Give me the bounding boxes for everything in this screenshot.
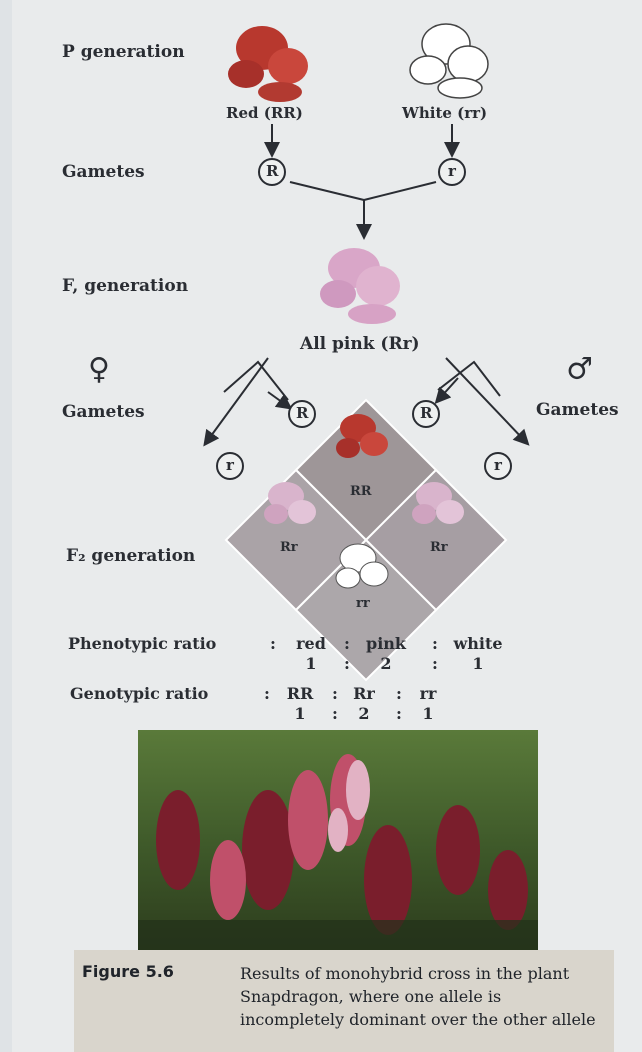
white-flower-parent (410, 24, 488, 98)
ratio-colon: : (432, 634, 438, 653)
punnett-label-top: RR (350, 484, 372, 499)
label-white-parent: White (rr) (402, 104, 487, 122)
label-p-generation: P generation (62, 42, 185, 62)
ratio-colon: : (344, 654, 350, 673)
red-flower-parent (228, 26, 308, 102)
genotype-count-Rr: 2 (334, 704, 394, 723)
punnett-label-bottom: rr (356, 596, 370, 611)
allele-left-R: R (296, 404, 308, 422)
allele-white-gamete: r (448, 162, 456, 180)
phenotype-pink: pink (356, 634, 416, 653)
male-symbol: ♂ (566, 352, 593, 387)
punnett-label-left: Rr (280, 540, 298, 555)
genotype-RR: RR (270, 684, 330, 703)
bracket-left (224, 362, 288, 400)
figure-caption-text: Results of monohybrid cross in the plant… (240, 962, 610, 1031)
phenotype-count-pink: 2 (356, 654, 416, 673)
genotype-count-rr: 1 (398, 704, 458, 723)
ratio-colon: : (270, 634, 276, 653)
label-f1-generation: F, generation (62, 276, 188, 296)
female-symbol: ♀ (88, 352, 110, 387)
phenotype-white: white (448, 634, 508, 653)
allele-right-r: r (494, 456, 502, 474)
pink-flower-f1 (320, 248, 400, 324)
label-f2-generation: F₂ generation (66, 546, 195, 566)
genotype-rr: rr (398, 684, 458, 703)
join-line-right (364, 182, 436, 200)
pink-flower-rr-right (412, 482, 464, 524)
label-gametes-row: Gametes (62, 162, 145, 182)
label-all-pink: All pink (Rr) (300, 334, 420, 354)
allele-right-R: R (420, 404, 432, 422)
snapdragon-photo-art (138, 730, 538, 958)
arrow-right-r (446, 358, 524, 440)
allele-red-gamete: R (266, 162, 278, 180)
phenotype-count-red: 1 (281, 654, 341, 673)
phenotype-count-white: 1 (448, 654, 508, 673)
genotypic-ratio-label: Genotypic ratio (70, 684, 208, 703)
ratio-colon: : (344, 634, 350, 653)
arrow-left-r (208, 358, 268, 440)
figure-label: Figure 5.6 (82, 962, 174, 981)
genotype-Rr: Rr (334, 684, 394, 703)
label-gametes-female: Gametes (62, 402, 145, 422)
snapdragon-photo (138, 730, 538, 958)
phenotype-red: red (281, 634, 341, 653)
label-red-parent: Red (RR) (226, 104, 303, 122)
genotype-count-RR: 1 (270, 704, 330, 723)
punnett-label-right: Rr (430, 540, 448, 555)
figure-caption: Figure 5.6 Results of monohybrid cross i… (74, 950, 614, 1052)
allele-left-r: r (226, 456, 234, 474)
join-line-left (290, 182, 364, 200)
ratio-colon: : (432, 654, 438, 673)
label-gametes-male: Gametes (536, 400, 619, 420)
phenotypic-ratio-label: Phenotypic ratio (68, 634, 216, 653)
